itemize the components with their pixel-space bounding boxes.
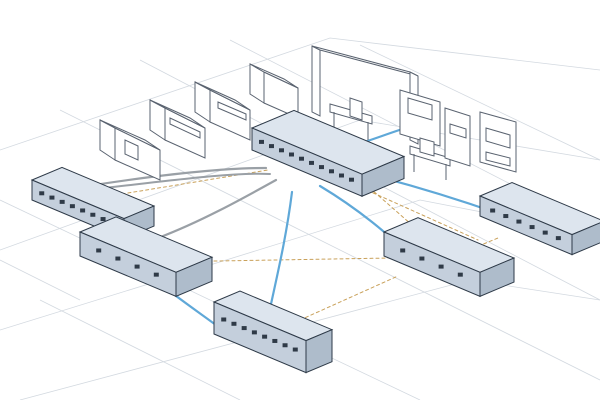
port: [457, 272, 463, 277]
device-side: [175, 256, 213, 298]
port: [59, 199, 65, 204]
port: [241, 326, 247, 331]
port: [115, 256, 121, 261]
port: [490, 208, 496, 213]
port: [262, 334, 268, 339]
port: [221, 317, 227, 322]
device-side: [479, 257, 515, 298]
port: [269, 144, 274, 149]
port: [272, 338, 278, 343]
core-switch-icon: [250, 109, 406, 197]
port: [289, 152, 294, 157]
port: [329, 169, 334, 174]
port: [299, 156, 304, 161]
port: [419, 256, 425, 261]
wireless-link: [299, 275, 399, 321]
workstations-right: [311, 45, 517, 180]
port: [39, 191, 45, 196]
port: [134, 264, 140, 269]
port: [231, 321, 237, 326]
port: [400, 248, 406, 253]
port: [96, 248, 102, 253]
copper-cable: [85, 172, 271, 191]
port: [542, 230, 548, 235]
port: [282, 343, 288, 348]
port: [516, 219, 522, 224]
port: [438, 264, 444, 269]
port: [349, 177, 354, 182]
port: [100, 217, 106, 222]
router-icon: [382, 217, 516, 298]
wireless-link: [444, 237, 499, 261]
device-side: [361, 155, 405, 197]
port: [292, 347, 298, 352]
port: [259, 139, 264, 144]
device-layer: [30, 109, 600, 374]
switch-icon: [478, 182, 600, 256]
device-side: [571, 222, 600, 256]
port: [251, 330, 257, 335]
port: [319, 165, 324, 170]
port: [80, 208, 86, 213]
port: [49, 195, 55, 200]
router-icon: [78, 216, 214, 298]
port: [90, 212, 96, 217]
fiber-cable: [266, 190, 294, 320]
port: [555, 236, 561, 241]
device-side: [305, 328, 333, 374]
port: [279, 148, 284, 153]
port: [153, 272, 159, 277]
cubicles-left: [99, 63, 299, 181]
port: [309, 160, 314, 165]
port: [529, 225, 535, 230]
switch-icon: [212, 290, 334, 374]
port: [339, 173, 344, 178]
port: [69, 204, 75, 209]
port: [503, 214, 509, 219]
copper-cable: [156, 178, 278, 240]
